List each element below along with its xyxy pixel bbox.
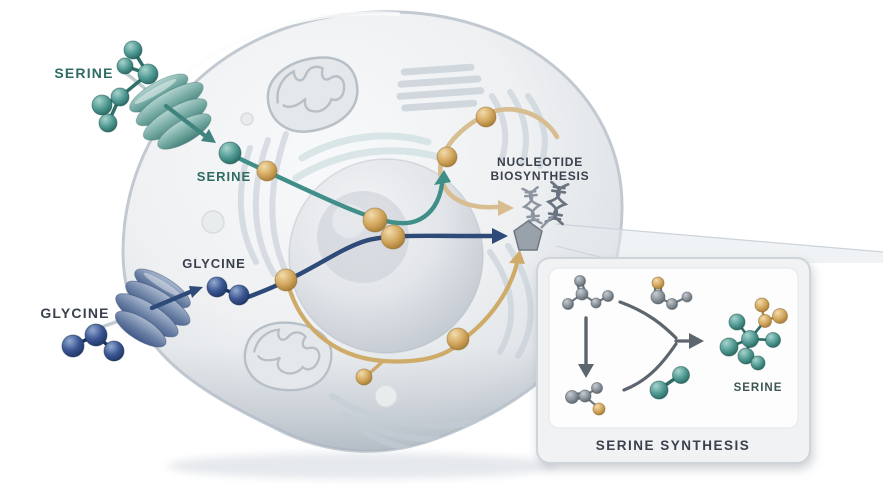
precursor-molecule-1 (562, 275, 614, 310)
serine-entry (120, 68, 242, 165)
glycine-entry-arrowhead (189, 286, 203, 298)
metabolite-beads (256, 106, 497, 386)
er-teal-stripes (292, 132, 446, 182)
glycine-entry-arrow (149, 289, 193, 311)
glycine-label-extracellular: GLYCINE (40, 305, 109, 321)
reaction-arrow-down (578, 316, 594, 378)
converging-arrows (618, 300, 704, 392)
nucleotide-products (513, 180, 570, 251)
cell-drop-shadow (167, 453, 557, 479)
glycine-molecule-intracellular (206, 276, 250, 306)
serine-entry-arrow (163, 103, 207, 138)
nucleotide-label-line2: BIOSYNTHESIS (491, 169, 590, 183)
metabolite-cycle-loop (437, 107, 560, 216)
serine-product-molecule (719, 297, 788, 371)
loop-arrowhead (498, 200, 514, 216)
serine-entry-arrowhead (201, 129, 216, 143)
nucleotide-pentagon-icon (513, 220, 543, 251)
glycine-molecule-extracellular (61, 323, 125, 362)
teal-dimer-molecule (649, 366, 690, 400)
serine-transporter (129, 73, 212, 150)
glycine-path-arrowhead (492, 228, 508, 244)
nucleotide-label-line1: NUCLEOTIDE (497, 155, 583, 169)
golgi-stack (396, 63, 485, 112)
intermediate-molecule (565, 382, 606, 416)
vesicles (201, 112, 398, 408)
pentagon-connector (540, 215, 554, 229)
glycine-label-intracellular: GLYCINE (182, 256, 246, 271)
serine-label-intracellular: SERINE (197, 169, 251, 184)
bottom-path-arrowhead (509, 250, 525, 264)
inset-serine-label: SERINE (734, 382, 783, 394)
serine-molecule-extracellular (91, 40, 159, 133)
inset-title: SERINE SYNTHESIS (596, 438, 751, 453)
serine-path-arrowhead (434, 170, 451, 185)
serine-synthesis-inset: SERINE SERINE SYNTHESIS (536, 257, 811, 464)
serine-ball-intracellular (218, 141, 242, 165)
glycine-entry (94, 268, 203, 348)
precursor-molecule-2 (650, 276, 693, 310)
serine-label-extracellular: SERINE (54, 65, 113, 81)
nucleotide-biosynthesis-label: NUCLEOTIDE BIOSYNTHESIS (491, 155, 590, 183)
nucleolus (317, 191, 409, 283)
